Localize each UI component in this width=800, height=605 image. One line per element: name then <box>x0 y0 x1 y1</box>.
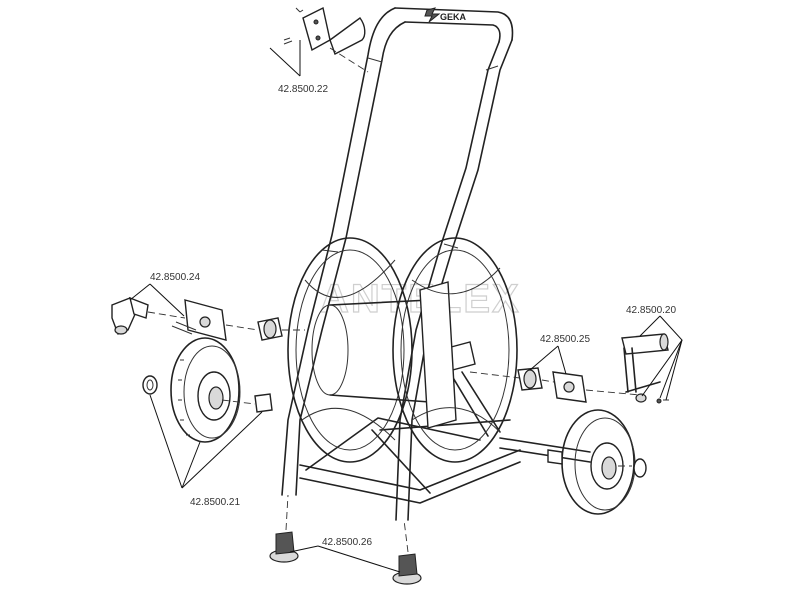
part-20-crank-handle <box>621 333 669 404</box>
part-21-left-wheel <box>142 337 273 443</box>
label-42-8500-22: 42.8500.22 <box>278 84 328 95</box>
right-wheel <box>547 409 647 515</box>
part-26-feet <box>269 494 422 585</box>
label-42-8500-24: 42.8500.24 <box>150 272 200 283</box>
part-25-bearing-plate <box>469 367 641 403</box>
hose-drum: GEKA <box>287 7 518 463</box>
label-42-8500-26: 42.8500.26 <box>322 537 372 548</box>
label-42-8500-21: 42.8500.21 <box>190 497 240 508</box>
watermark: ANTELEX <box>319 276 521 321</box>
part-labels: 42.8500.22 42.8500.24 42.8500.25 42.8500… <box>150 84 676 548</box>
leader-lines <box>129 40 683 573</box>
cart-frame <box>281 7 591 521</box>
geka-logo-icon <box>424 7 441 23</box>
label-42-8500-25: 42.8500.25 <box>540 334 590 345</box>
svg-text:ANTELEX: ANTELEX <box>320 277 521 321</box>
part-22-handle-hook <box>283 6 369 73</box>
label-42-8500-20: 42.8500.20 <box>626 305 676 316</box>
brand-logo-text: GEKA <box>440 12 467 22</box>
part-24-inlet-connector <box>111 296 305 341</box>
